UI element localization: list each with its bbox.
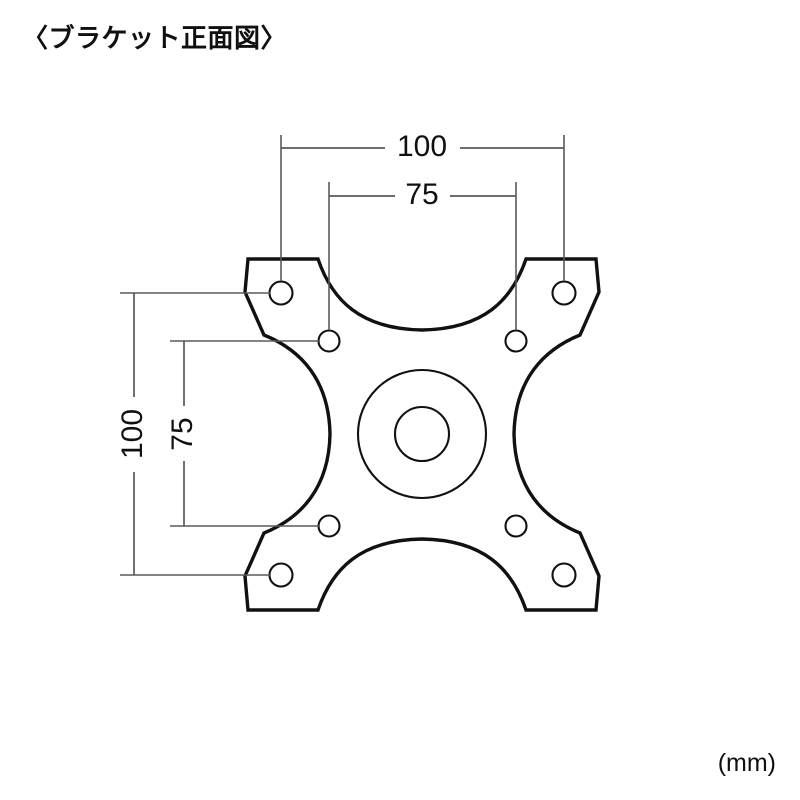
mounting-hole-outer-top-right (551, 280, 577, 306)
dim-label-vertical-inner: 75 (166, 417, 199, 450)
mounting-hole-inner-bottom-left (317, 514, 341, 538)
mounting-hole-outer-bottom-right (551, 562, 577, 588)
center-boss-inner-circle (393, 405, 451, 463)
unit-label: (mm) (717, 749, 776, 777)
bracket-outline (243, 257, 601, 612)
dim-label-horizontal-inner: 75 (405, 178, 438, 211)
mounting-hole-outer-top-left (268, 280, 294, 306)
dim-label-horizontal-outer: 100 (397, 130, 447, 163)
center-boss-outer-circle (356, 368, 488, 500)
mounting-hole-inner-bottom-right (504, 514, 528, 538)
page-title: 〈ブラケット正面図〉 (22, 24, 288, 54)
mounting-hole-outer-bottom-left (268, 562, 294, 588)
mounting-hole-inner-top-right (504, 329, 528, 353)
mounting-hole-inner-top-left (317, 329, 341, 353)
dim-label-vertical-outer: 100 (116, 409, 149, 459)
